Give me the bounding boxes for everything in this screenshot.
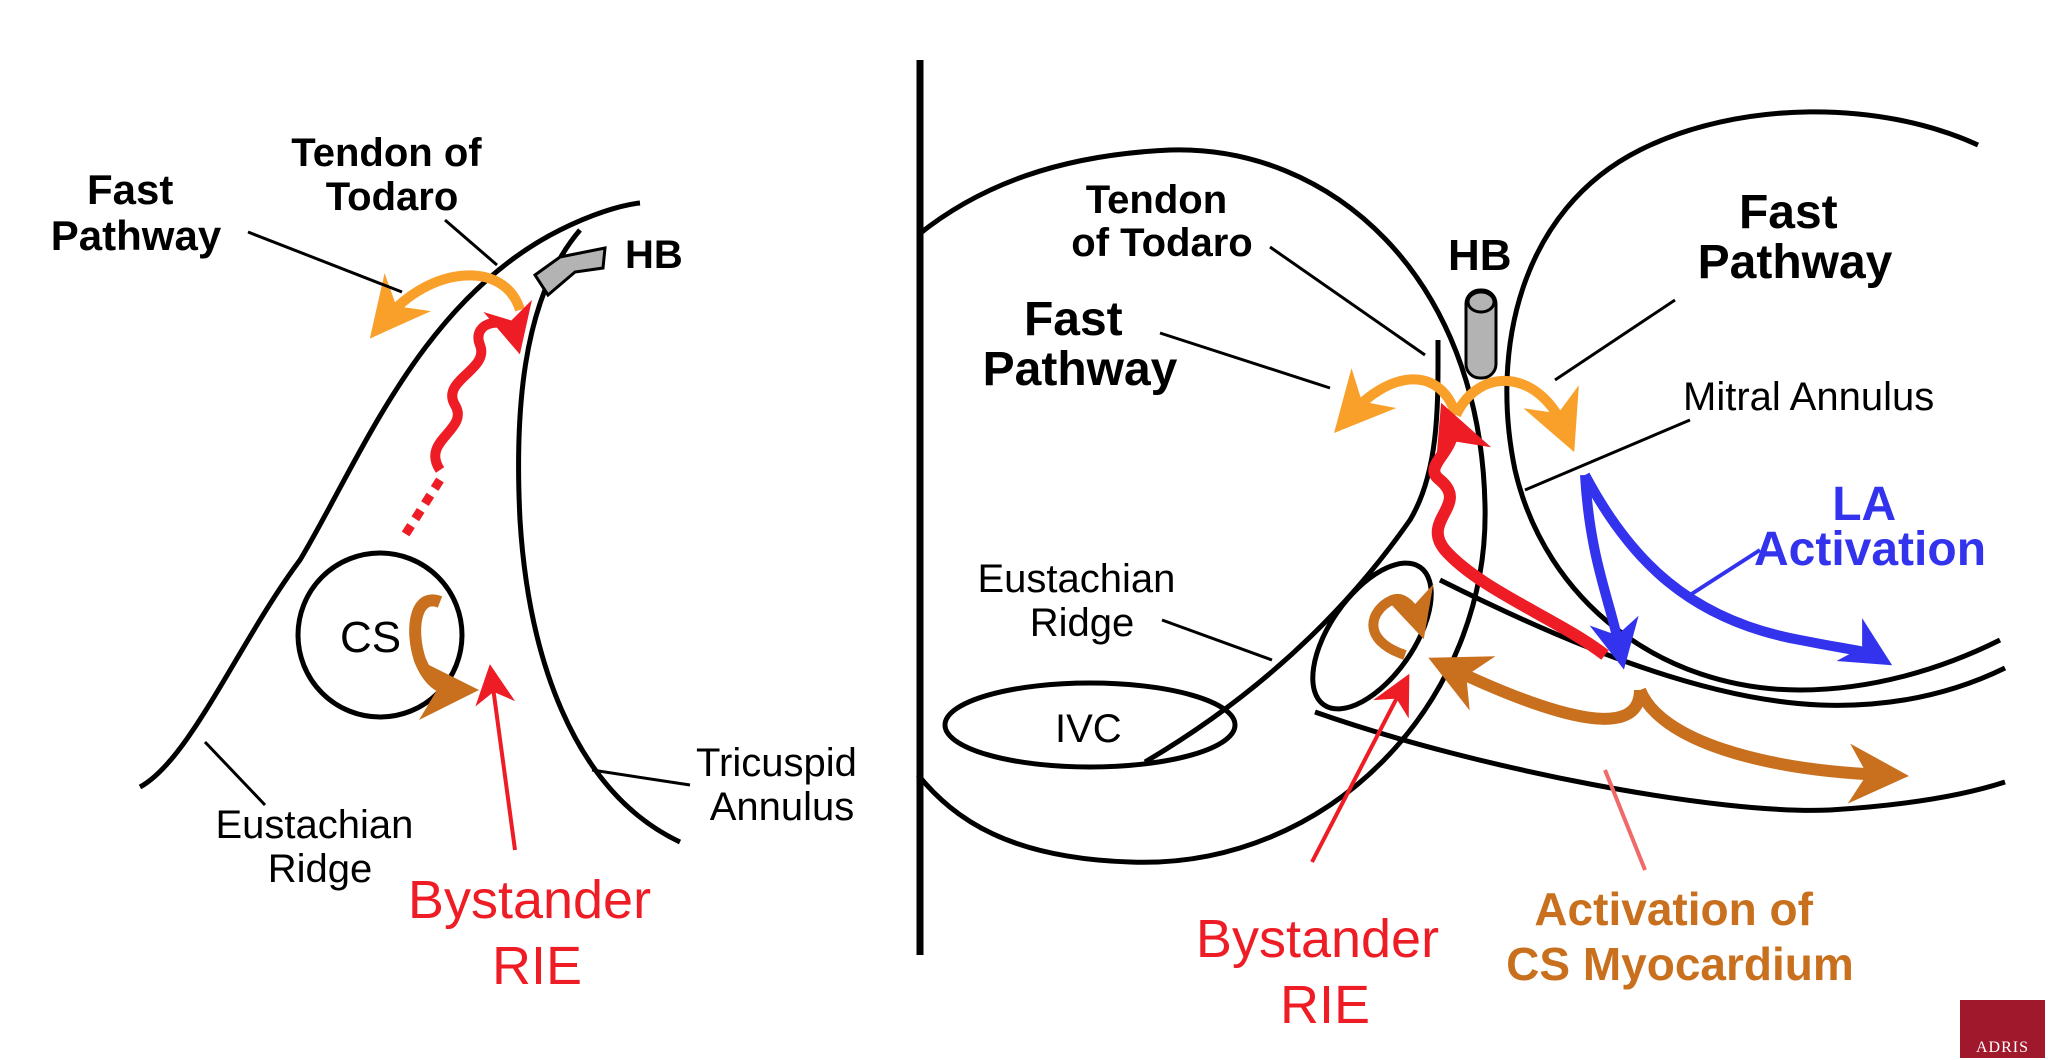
left-tendon-of-todaro-label: Tendon of Todaro	[291, 131, 492, 219]
left-fast-pathway-arrow	[369, 270, 525, 339]
left-todaro-leader	[444, 218, 498, 267]
cs-myocardium-leader	[1603, 769, 1647, 871]
right-red-rie-arrow	[1428, 402, 1609, 660]
cs-ostium-curl-arrow	[1368, 584, 1434, 660]
mitral-annulus-leader	[1524, 418, 1691, 492]
right-eustachian-ridge-curve	[1143, 339, 1441, 765]
ivc-label: IVC	[1055, 707, 1122, 751]
right-fast-pathway-leader-left	[1159, 331, 1331, 390]
left-bystander-arrow	[475, 664, 517, 851]
left-eustachian-leader	[203, 740, 267, 807]
right-eustachian-leader	[1161, 618, 1273, 662]
la-activation-leader	[1688, 548, 1762, 597]
right-fast-pathway-arrow-right	[1451, 376, 1579, 453]
left-bystander-rie-label: Bystander RIE	[408, 870, 666, 996]
right-todaro-leader	[1269, 245, 1426, 357]
right-bystander-rie-label: Bystander RIE	[1196, 909, 1454, 1035]
right-tendon-of-todaro-label: Tendon of Todaro	[1071, 178, 1252, 265]
left-cs-activation-arrow	[409, 594, 479, 720]
right-eustachian-ridge-label: Eustachian Ridge	[977, 557, 1186, 645]
right-panel: Tendon of Todaro HB Fast Pathway Fast Pa…	[916, 109, 2007, 1035]
left-eustachian-ridge-label: Eustachian Ridge	[215, 803, 424, 891]
left-hb-shape	[532, 246, 607, 298]
right-hb-label: HB	[1448, 231, 1512, 280]
adris-logo: ADRIS	[1960, 1000, 2045, 1058]
la-activation-arrow-down	[1580, 474, 1639, 670]
left-eustachian-ridge-curve	[138, 200, 641, 790]
left-tricuspid-annulus-label: Tricuspid Annulus	[696, 741, 868, 829]
right-fast-pathway-leader-right	[1554, 298, 1676, 382]
activation-cs-myocardium-label: Activation of CS Myocardium	[1506, 883, 1854, 990]
right-atrium-outline	[916, 147, 1488, 865]
mitral-annulus-label: Mitral Annulus	[1683, 375, 1934, 419]
cs-ostium	[1310, 560, 1434, 712]
right-fast-pathway-right-label: Fast Pathway	[1698, 186, 1893, 289]
left-tricuspid-annulus-curve	[516, 228, 682, 845]
left-fast-pathway-leader	[247, 230, 403, 294]
left-panel: Fast Pathway Tendon of Todaro HB CS Eust…	[51, 131, 868, 996]
left-atrium-outline	[1504, 109, 2002, 693]
left-cs-label: CS	[340, 613, 401, 662]
adris-logo-text: ADRIS	[1975, 1039, 2029, 1056]
right-fast-pathway-arrow-left	[1334, 368, 1461, 433]
left-hb-label: HB	[625, 233, 683, 277]
left-fast-pathway-label: Fast Pathway	[51, 166, 222, 259]
right-hb-shape	[1464, 288, 1498, 380]
cs-activation-arrow-right	[1634, 687, 1909, 804]
left-tricuspid-leader	[591, 768, 691, 787]
left-red-wavy-arrow	[430, 299, 532, 473]
left-red-dotted-tail	[401, 477, 444, 538]
la-activation-label: LA Activation	[1754, 478, 1986, 576]
left-cs-circle	[295, 550, 465, 720]
right-hb-top	[1466, 290, 1496, 314]
right-bystander-leader	[1310, 673, 1410, 863]
ivc-ellipse	[942, 680, 1238, 770]
cs-tube-upper	[1438, 577, 2007, 708]
cs-tube-lower	[1314, 709, 2006, 813]
right-fast-pathway-left-label: Fast Pathway	[983, 293, 1178, 396]
cs-activation-arrow-left	[1428, 656, 1646, 725]
la-activation-arrow-right	[1580, 472, 1893, 666]
